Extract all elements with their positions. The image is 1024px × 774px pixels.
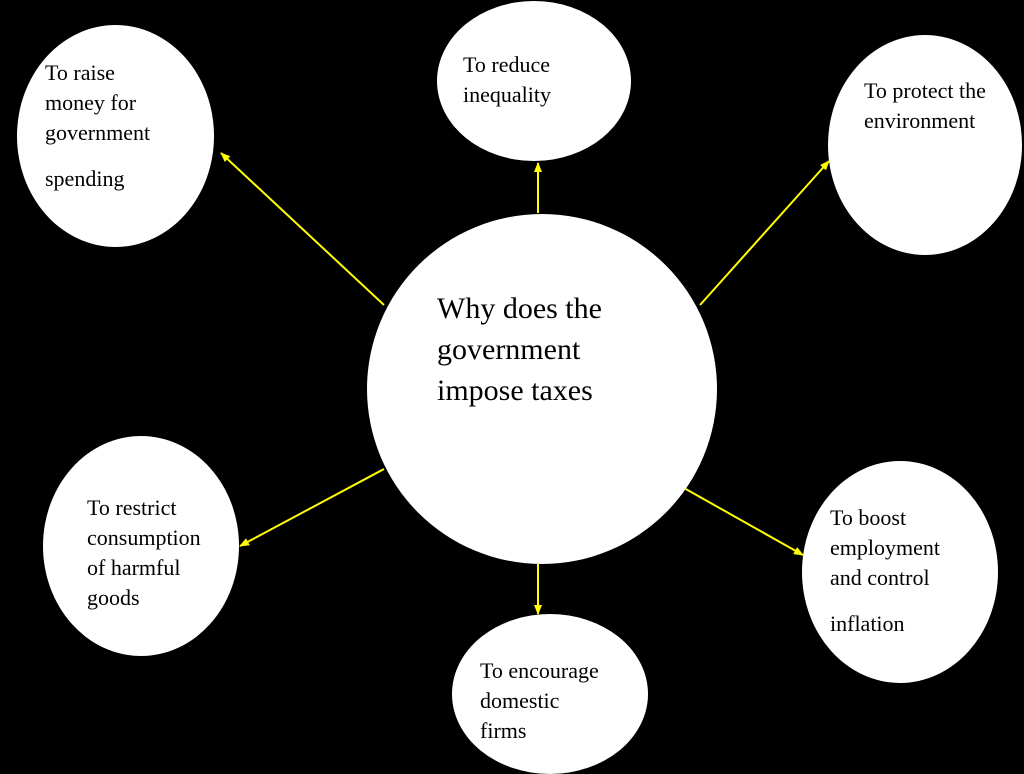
arrow-to-restrict-consumption: [239, 468, 385, 547]
bubble-restrict-consumption: [43, 436, 239, 656]
reason-line: To raise: [45, 60, 115, 85]
arrow-to-boost-employment: [683, 487, 804, 556]
bubble-boost-employment: [802, 461, 998, 683]
text-encourage-firms: To encourage domestic firms: [480, 656, 599, 746]
bubble-raise-money: [17, 25, 214, 247]
arrow-to-protect-environment: [699, 160, 830, 306]
text-reduce-inequality: To reduce inequality: [463, 50, 551, 110]
reason-line: To reduce: [463, 52, 551, 77]
center-line: impose taxes: [437, 374, 593, 407]
reason-line: and control: [830, 565, 930, 590]
reason-line: spending: [45, 166, 125, 191]
reason-line: employment: [830, 535, 940, 560]
bubble-protect-environment: [828, 35, 1022, 255]
arrow-to-raise-money: [220, 152, 385, 306]
text-raise-money: To raise money for government spending: [45, 58, 150, 194]
text-restrict-consumption: To restrict consumption of harmful goods: [87, 493, 201, 613]
reason-line: inflation: [830, 611, 905, 636]
reason-line: of harmful: [87, 555, 181, 580]
reason-line: inequality: [463, 82, 551, 107]
bubble-encourage-firms: [452, 614, 648, 774]
reason-line: environment: [864, 108, 976, 133]
center-bubble: [367, 214, 717, 564]
bubble-reduce-inequality: [437, 1, 631, 161]
reason-line: domestic: [480, 688, 560, 713]
reason-line: To protect the: [864, 78, 986, 103]
text-boost-employment: To boost employment and control inflatio…: [830, 503, 940, 639]
reason-line: To restrict: [87, 495, 177, 520]
center-line: government: [437, 333, 581, 366]
reason-line: To encourage: [480, 658, 599, 683]
reason-line: government: [45, 120, 151, 145]
reason-line: To boost: [830, 505, 907, 530]
reason-line: money for: [45, 90, 137, 115]
center-line: Why does the: [437, 292, 602, 325]
reason-line: consumption: [87, 525, 201, 550]
center-question: Why does the government impose taxes: [437, 288, 602, 411]
reason-line: firms: [480, 718, 527, 743]
text-protect-environment: To protect the environment: [864, 76, 986, 136]
reason-line: goods: [87, 585, 140, 610]
